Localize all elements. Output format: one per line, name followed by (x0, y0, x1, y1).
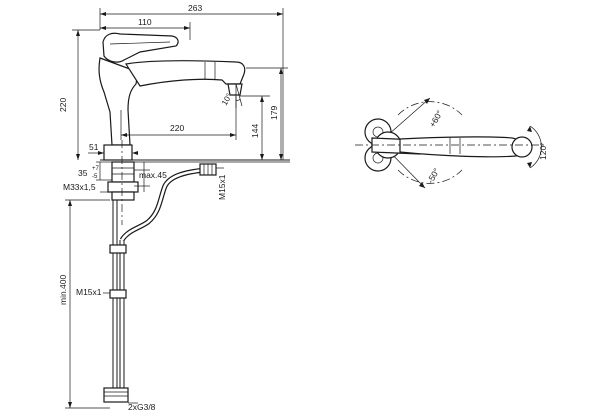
lever-angle-plus-label: +60° (427, 109, 445, 129)
tolerance-plus: +7 (92, 166, 100, 172)
lever-handle (102, 32, 179, 63)
dimension-label-263: 263 (188, 3, 202, 13)
mounting-nut (111, 161, 135, 183)
dimension-label-51: 51 (89, 142, 99, 152)
dimension-51: 51 (88, 142, 138, 160)
dimension-label-35: 35 (78, 168, 88, 178)
dimension-110: 110 (100, 17, 190, 30)
dimension-label-min400: min.400 (58, 274, 68, 305)
rotation-arc-lower (397, 169, 463, 184)
body-base (103, 144, 133, 161)
dimension-35: 35 +7 -5 (78, 161, 112, 181)
thread-hose-label: M15x1 (217, 174, 227, 200)
thread-supply-label: M15x1 (76, 287, 102, 297)
dimension-max45: max.45 (134, 162, 167, 192)
mounting-washer (111, 191, 135, 201)
side-view: 263 110 220 (58, 3, 290, 412)
thread-body-label: M33x1,5 (63, 182, 96, 192)
max-thickness-label: max.45 (139, 170, 167, 180)
mounting-plate (107, 181, 139, 193)
dimension-label-220-reach: 220 (170, 123, 184, 133)
rotation-arc-upper (397, 101, 463, 116)
dimension-179: 179 (246, 67, 288, 160)
dimension-label-220-vertical: 220 (58, 98, 68, 112)
tolerance-minus: -5 (92, 174, 98, 180)
supply-connection-label: 2xG3/8 (128, 402, 156, 412)
dimension-min400: min.400 (58, 199, 110, 409)
top-spout (399, 136, 524, 158)
dimension-label-144: 144 (250, 124, 260, 138)
dimension-263: 263 (100, 3, 283, 16)
pipe-fitting-upper (109, 244, 127, 254)
dimension-144: 144 (240, 95, 270, 160)
dimension-label-179: 179 (269, 106, 279, 120)
top-spout-end (511, 136, 533, 158)
dimension-220-vertical: 220 (58, 29, 100, 160)
pipe-fitting-mid (109, 289, 127, 299)
spout-tip (227, 83, 243, 96)
swivel-arc (529, 125, 542, 169)
dimension-label-110: 110 (138, 17, 152, 27)
lever-edge (109, 41, 171, 45)
spout (125, 60, 246, 87)
dimension-220-reach: 220 (120, 96, 237, 140)
top-view: +60° -50° 120° (355, 97, 548, 189)
swivel-angle-label: 120° (538, 142, 548, 160)
supply-connection-nut (103, 387, 129, 403)
